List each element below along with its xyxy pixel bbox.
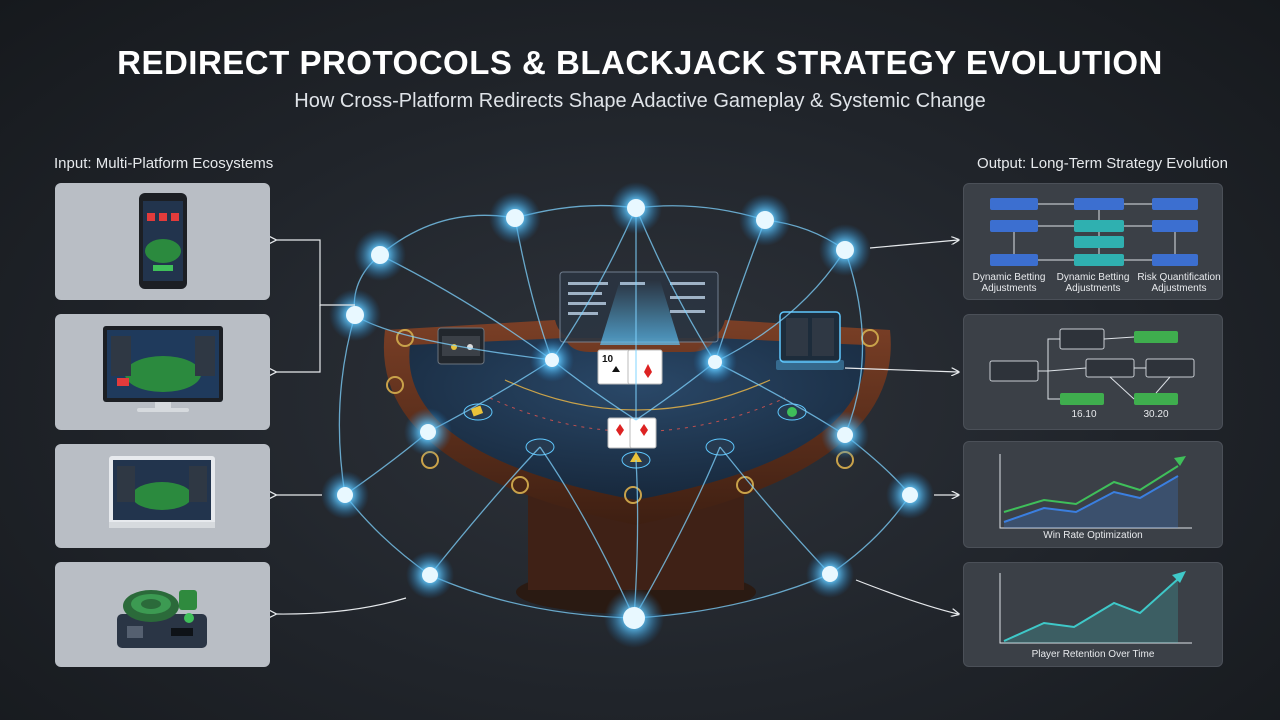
tree-value-1: 16.10: [1071, 409, 1097, 420]
network-node: [489, 192, 541, 244]
output-panel-win-rate: Win Rate Optimization: [963, 441, 1223, 548]
table-device-right: [776, 311, 844, 370]
flow-caption-2: Dynamic Betting Adjustments: [1056, 272, 1130, 294]
casino-chip-machine-icon: [117, 590, 207, 648]
win-rate-caption: Win Rate Optimization: [1043, 530, 1143, 541]
network-node: [406, 551, 454, 599]
smartphone-icon: [139, 193, 187, 289]
input-arrows: [275, 240, 407, 614]
output-arrows: [844, 240, 958, 614]
network-node: [819, 224, 871, 276]
desktop-icon: [109, 456, 215, 528]
output-panel-decision-tree: 16.10 30.20: [963, 314, 1223, 430]
decision-tree-diagram: [989, 328, 1195, 405]
flow-caption-3: Risk Quantification Adjustments: [1137, 272, 1221, 294]
win-rate-chart: [999, 454, 1192, 529]
network-node: [530, 338, 574, 382]
card-rank: 10: [602, 354, 614, 365]
input-panel-desktop: [55, 314, 270, 430]
outputs-label: Output: Long-Term Strategy Evolution: [977, 155, 1228, 172]
hologram-dashboard: [559, 271, 719, 345]
betting-spots: [463, 403, 807, 469]
network-node: [806, 550, 854, 598]
page-title: REDIRECT PROTOCOLS & BLACKJACK STRATEGY …: [117, 44, 1163, 81]
input-panel-pc: [55, 444, 270, 548]
page-subtitle: How Cross-Platform Redirects Shape Adact…: [294, 90, 986, 112]
output-panel-retention: Player Retention Over Time: [963, 562, 1223, 667]
flow-caption-1: Dynamic Betting Adjustments: [972, 272, 1046, 294]
network-node: [404, 408, 452, 456]
network-node: [329, 289, 381, 341]
network-nodes: [321, 182, 934, 648]
monitor-icon: [103, 326, 223, 412]
network-node: [610, 182, 662, 234]
inputs-label: Input: Multi-Platform Ecosystems: [54, 155, 274, 172]
tree-value-2: 30.20: [1143, 409, 1169, 420]
flowchart-diagram: [990, 198, 1198, 266]
network-node: [321, 471, 369, 519]
network-node: [886, 471, 934, 519]
network-node: [739, 194, 791, 246]
network-node: [354, 229, 406, 281]
input-panel-mobile: [55, 183, 270, 300]
output-panel-flowchart: Dynamic Betting Adjustments Dynamic Bett…: [963, 183, 1223, 300]
retention-chart: [999, 571, 1192, 644]
network-node: [693, 340, 737, 384]
network-node: [604, 588, 664, 648]
network-node: [821, 411, 869, 459]
playing-cards: 10: [597, 349, 663, 449]
retention-caption: Player Retention Over Time: [1031, 649, 1155, 660]
input-panel-hardware: [55, 562, 270, 667]
